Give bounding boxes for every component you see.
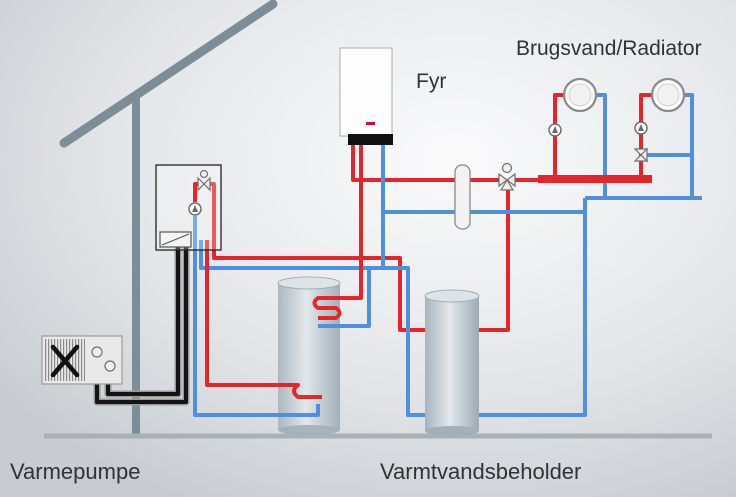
fan-hub-icon (61, 357, 69, 365)
heat-pump-label: Varmepumpe (10, 459, 140, 484)
heat-pump-line (95, 247, 188, 404)
roof-line (59, 0, 278, 148)
return-pipe-boiler-coil (318, 268, 371, 328)
radiator-2-inner (656, 83, 680, 107)
boiler-label: Fyr (416, 70, 446, 93)
heat-pump-lines (93, 247, 190, 406)
mixing-valve-actuator-icon (501, 162, 513, 174)
supply-pipe-boiler-coil (312, 145, 363, 320)
hot-water-tank-top (424, 289, 480, 303)
outdoor-valve-icon (91, 346, 103, 358)
return-pipe-radiator-1 (595, 93, 607, 198)
indoor-valve-icon (203, 176, 211, 192)
indoor-valve-actuator-icon (199, 169, 209, 179)
mixing-valve (498, 162, 516, 191)
supply-pipe-boiler-flow (351, 145, 500, 182)
buffer-tank-bottom (278, 425, 340, 435)
radiator-circuit (548, 77, 686, 163)
heat-pump-line (106, 247, 180, 396)
riser-1-pump-arrow-icon (552, 126, 558, 133)
house-outline (44, 0, 712, 439)
outdoor-valve-icon (104, 360, 116, 372)
tank-coils (193, 145, 371, 417)
supply-pipe-indoor-to-mixer (210, 182, 510, 332)
boiler-logo (366, 122, 375, 125)
supply-manifold (538, 175, 652, 183)
boiler-casing (339, 47, 393, 137)
return-pipe-indoor-upper (199, 198, 587, 417)
hot-water-tank (424, 289, 480, 436)
mixing-valve-icon (506, 172, 516, 188)
return-pipe-radiator-2 (683, 93, 694, 198)
boiler-base (348, 134, 393, 145)
heat-pump-indoor-unit (155, 164, 222, 251)
riser-2-pump-arrow-icon (638, 124, 644, 131)
consumer-label: Brugsvand/Radiator (516, 37, 702, 60)
buffer-tank (277, 276, 341, 435)
indoor-valve-icon (197, 176, 205, 192)
hot-water-tank-bottom (425, 426, 479, 436)
indoor-unit-link-pipe (193, 182, 198, 202)
mixing-valve-icon (498, 172, 508, 188)
heat-exchanger-divider (161, 233, 190, 246)
indoor-pump-arrow-icon (192, 205, 198, 212)
supply-pipe-heat-pump-coil (205, 240, 322, 399)
buffer-tank-body (278, 283, 340, 430)
supply-pipe-riser-1 (553, 93, 565, 178)
main-pipes (199, 93, 702, 417)
buffer-tank-top (277, 276, 341, 290)
hot-water-tank-body (425, 296, 479, 431)
riser-2-valve-icon (640, 147, 648, 163)
hot-water-tank-label: Varmtvandsbeholder (380, 459, 581, 484)
mixing-valve-icon (499, 178, 515, 191)
radiator-1-inner (568, 83, 592, 107)
hydraulic-separator (454, 164, 471, 230)
return-pipe-indoor-lower (193, 216, 320, 417)
heat-pump-outdoor-unit (41, 335, 123, 385)
boiler (339, 47, 393, 145)
